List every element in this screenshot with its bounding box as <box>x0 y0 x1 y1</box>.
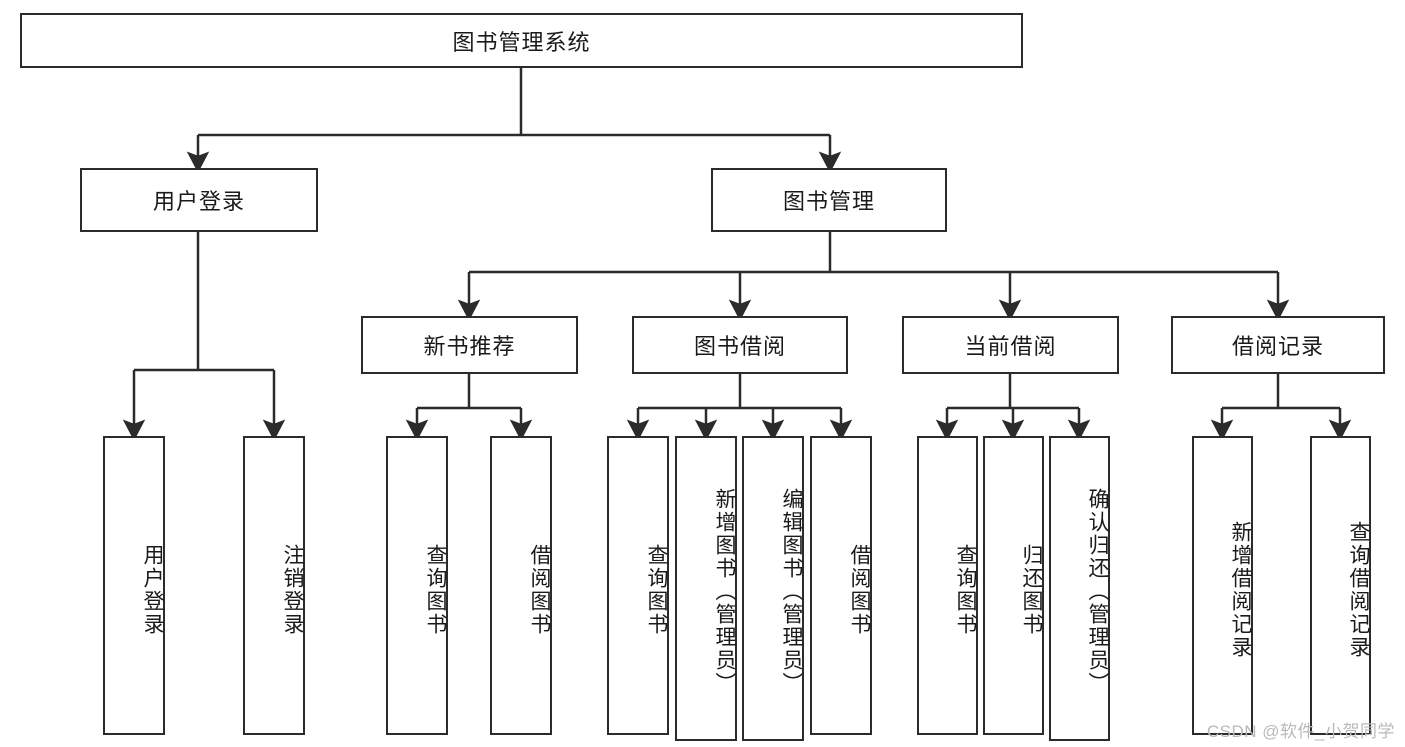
node-leaf-add-book-label: 新增图书（管理员） <box>713 488 736 695</box>
node-user-login[interactable]: 用户登录 <box>80 168 318 232</box>
node-leaf-confirm-return-label: 确认归还（管理员） <box>1086 488 1109 695</box>
node-book-borrow-label: 图书借阅 <box>693 334 786 359</box>
node-new-book-rec-label: 新书推荐 <box>423 334 516 359</box>
node-leaf-borrow-book-1-label: 借阅图书 <box>528 543 551 636</box>
node-leaf-confirm-return[interactable]: 确认归还（管理员） <box>1049 436 1110 741</box>
node-leaf-query-book-1[interactable]: 查询图书 <box>386 436 448 735</box>
node-leaf-query-book-3[interactable]: 查询图书 <box>917 436 978 735</box>
node-leaf-add-book[interactable]: 新增图书（管理员） <box>675 436 737 741</box>
node-leaf-borrow-book-2[interactable]: 借阅图书 <box>810 436 872 735</box>
node-leaf-query-book-2[interactable]: 查询图书 <box>607 436 669 735</box>
node-leaf-add-record-label: 新增借阅记录 <box>1229 520 1252 659</box>
node-leaf-edit-book[interactable]: 编辑图书（管理员） <box>742 436 804 741</box>
node-leaf-return-book[interactable]: 归还图书 <box>983 436 1044 735</box>
node-leaf-query-book-2-label: 查询图书 <box>645 543 668 636</box>
node-leaf-query-book-1-label: 查询图书 <box>424 543 447 636</box>
node-user-login-label: 用户登录 <box>152 189 245 214</box>
node-leaf-return-book-label: 归还图书 <box>1020 543 1043 636</box>
node-leaf-edit-book-label: 编辑图书（管理员） <box>780 488 803 695</box>
node-book-borrow[interactable]: 图书借阅 <box>632 316 848 374</box>
node-current-borrow[interactable]: 当前借阅 <box>902 316 1119 374</box>
node-root-label: 图书管理系统 <box>452 29 591 55</box>
node-book-manage-label: 图书管理 <box>782 189 875 214</box>
node-leaf-user-login-label: 用户登录 <box>141 543 164 636</box>
node-leaf-borrow-book-2-label: 借阅图书 <box>848 543 871 636</box>
node-leaf-user-logout-label: 注销登录 <box>281 543 304 636</box>
node-leaf-query-record-label: 查询借阅记录 <box>1347 520 1370 659</box>
node-leaf-query-book-3-label: 查询图书 <box>954 543 977 636</box>
node-current-borrow-label: 当前借阅 <box>964 334 1057 359</box>
node-leaf-user-login[interactable]: 用户登录 <box>103 436 165 735</box>
node-borrow-record[interactable]: 借阅记录 <box>1171 316 1385 374</box>
node-borrow-record-label: 借阅记录 <box>1231 334 1324 359</box>
node-leaf-query-record[interactable]: 查询借阅记录 <box>1310 436 1371 735</box>
node-leaf-add-record[interactable]: 新增借阅记录 <box>1192 436 1253 735</box>
node-leaf-user-logout[interactable]: 注销登录 <box>243 436 305 735</box>
node-root[interactable]: 图书管理系统 <box>20 13 1023 68</box>
node-book-manage[interactable]: 图书管理 <box>711 168 947 232</box>
node-leaf-borrow-book-1[interactable]: 借阅图书 <box>490 436 552 735</box>
csdn-watermark: CSDN @软件_小贺同学 <box>1206 722 1395 741</box>
node-new-book-rec[interactable]: 新书推荐 <box>361 316 578 374</box>
